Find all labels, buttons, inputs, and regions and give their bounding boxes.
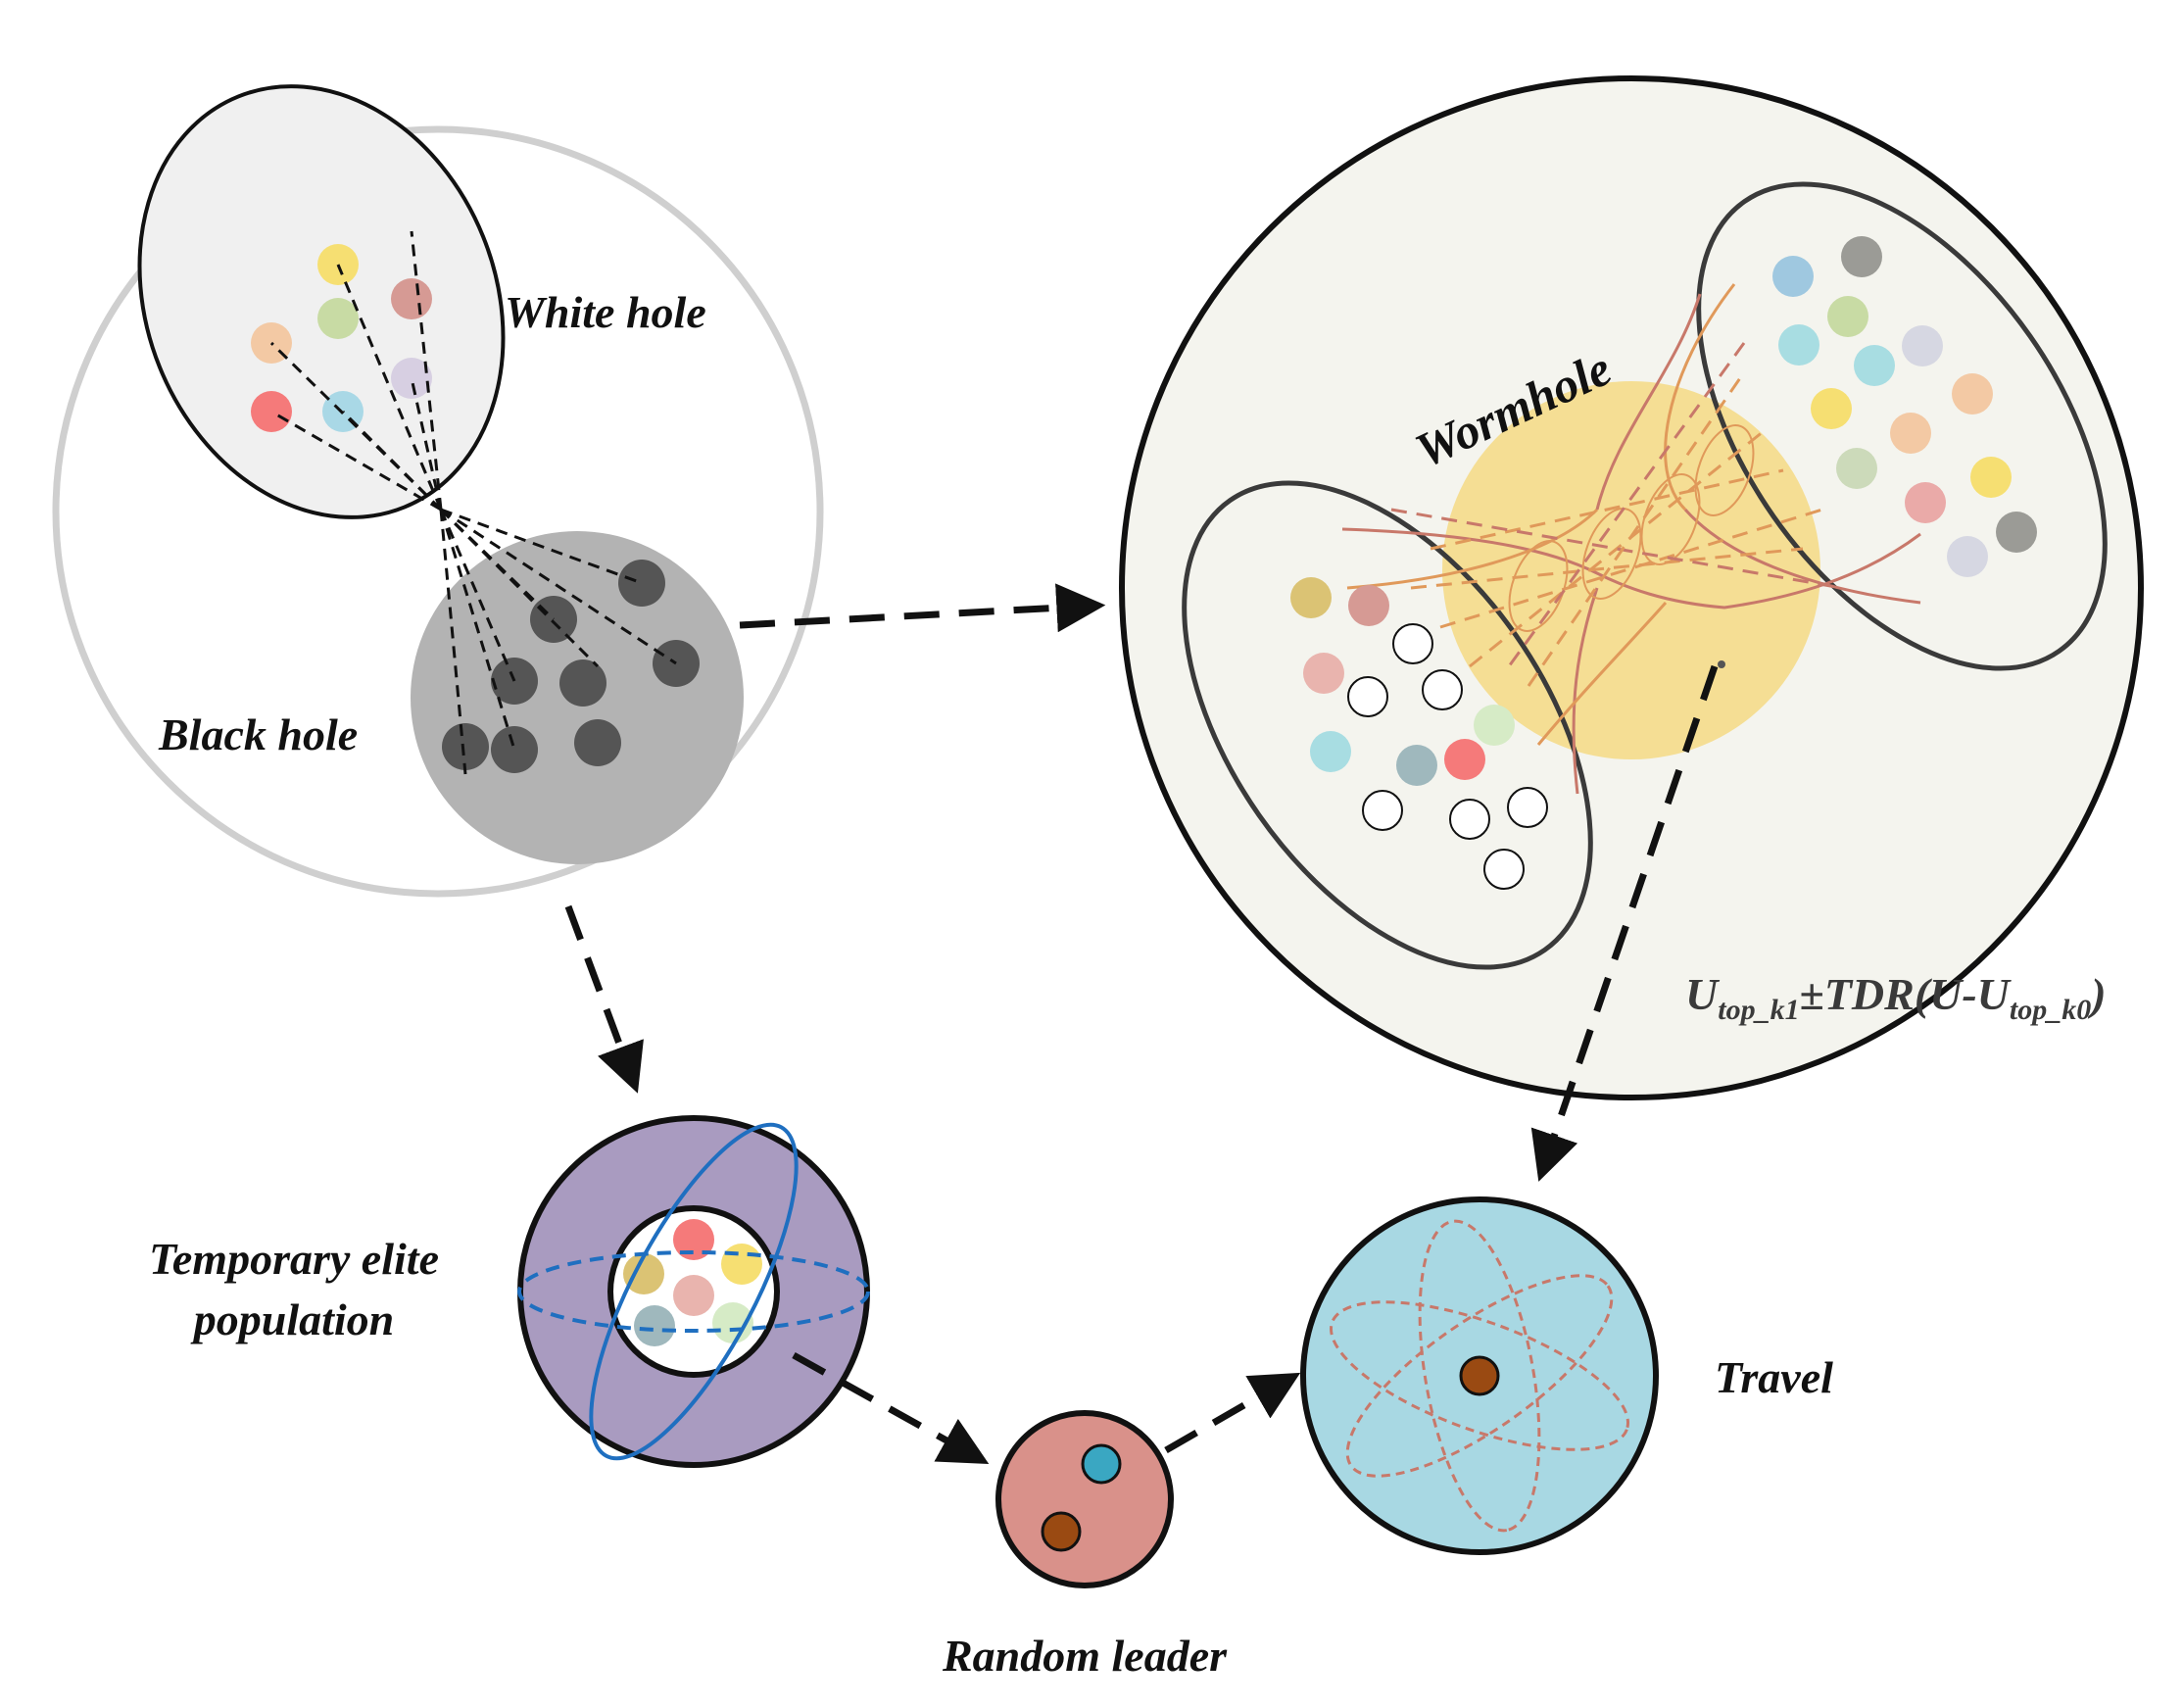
elite-particle-dot [634, 1305, 675, 1346]
hub-line [439, 509, 516, 682]
arrow-elite-to-random-leader [792, 1351, 990, 1465]
hub-line [439, 508, 556, 621]
travel-orbit-2 [1345, 1274, 1614, 1478]
empty-particle-dot [1422, 669, 1463, 710]
travel-orbit-1 [1329, 1300, 1630, 1451]
elite-particle-dot [673, 1275, 714, 1316]
particle-dot [1841, 236, 1882, 277]
elite-population-group: Temporary elite population [149, 1115, 870, 1468]
white-hole [137, 84, 506, 519]
elite-particle-dot [673, 1219, 714, 1260]
particle-dot [1905, 482, 1946, 523]
black-hole-label: Black hole [158, 709, 358, 759]
elite-label-line2: population [190, 1294, 395, 1344]
wormhole-group: Wormhole Utop_k1±TDR(U-Utop_k0) [1119, 75, 2144, 1100]
hub-line [341, 410, 443, 512]
hub-lines [269, 230, 677, 775]
particle-dot [1970, 457, 2012, 498]
formula-label: Utop_k1±TDR(U-Utop_k0) [1685, 969, 2107, 1026]
particle-dot [1290, 577, 1332, 618]
particle-dot [1827, 296, 1868, 337]
particle-dot [391, 278, 432, 319]
arrow-random-leader-to-travel [1164, 1372, 1301, 1454]
particle-dot [391, 358, 432, 399]
travel-core [1459, 1355, 1500, 1396]
particle-dot [1947, 536, 1988, 577]
black-particle-dot [491, 726, 538, 773]
particle-dot [1396, 745, 1437, 786]
arrow-outer-to-elite [564, 904, 644, 1094]
empty-particle-dot [1483, 849, 1525, 890]
empty-particle-dot [1449, 799, 1490, 840]
flow-arrows [564, 583, 1719, 1465]
random-leader-circle [995, 1410, 1174, 1588]
hub-line [439, 509, 467, 775]
particle-dot [317, 298, 359, 339]
hub-line [270, 410, 442, 512]
black-particle-dot [574, 719, 621, 766]
hub-line [440, 508, 677, 665]
elite-particle-dot [721, 1244, 762, 1285]
black-particle-dot [442, 723, 489, 770]
black-particle-dot [618, 560, 665, 607]
particle-dot [1890, 413, 1931, 454]
empty-particle-dot [1507, 787, 1548, 828]
elite-particle-dot [623, 1253, 664, 1294]
particle-dot [251, 391, 292, 432]
hub-line [439, 509, 516, 751]
white-hole-label: White hole [505, 287, 706, 337]
hub-line [439, 508, 600, 668]
particle-dot [1474, 705, 1515, 746]
particle-dot [1444, 739, 1485, 780]
travel-group: Travel [1300, 1196, 1833, 1555]
particle-dot [1811, 388, 1852, 429]
random-leader-group: Random leader [942, 1410, 1228, 1681]
hub-line [336, 264, 443, 511]
particle-dot [1854, 345, 1895, 386]
elite-equator-orbit [517, 1250, 870, 1333]
particle-dot [1836, 448, 1877, 489]
black-particle-dot [559, 659, 606, 707]
particle-dot [1310, 731, 1351, 772]
elite-tilted-orbit [589, 1122, 799, 1461]
wormhole-center-dot [1718, 660, 1725, 668]
random-leader-dot-teal [1081, 1443, 1122, 1485]
elite-label-line1: Temporary elite [149, 1234, 439, 1284]
wormhole-right-lobe [1696, 181, 2108, 671]
travel-orbit-3 [1418, 1219, 1541, 1533]
hub-line [410, 230, 443, 511]
particle-dot [1778, 324, 1819, 366]
particle-dot [1348, 585, 1389, 626]
wormhole-funnel [1341, 283, 1921, 795]
travel-label: Travel [1715, 1352, 1833, 1402]
particle-dot [1996, 512, 2037, 553]
particle-dot [1303, 653, 1344, 694]
empty-particle-dot [1347, 676, 1388, 717]
hub-line [440, 508, 643, 585]
hub-line [410, 377, 443, 511]
empty-particle-dot [1392, 623, 1433, 664]
particle-dot [1772, 256, 1814, 297]
arrow-black-hole-to-wormhole [739, 583, 1106, 633]
random-leader-label: Random leader [942, 1631, 1228, 1681]
random-leader-dot-brown [1041, 1511, 1082, 1552]
wormhole-left-lobe [1182, 480, 1593, 970]
particle-dot [1952, 373, 1993, 415]
arrow-wormhole-to-travel [1530, 664, 1719, 1182]
particle-dot [1902, 325, 1943, 366]
wormhole-dots [1290, 236, 2037, 890]
elite-particle-dot [712, 1302, 753, 1343]
empty-particle-dot [1362, 790, 1403, 831]
white-black-hole-group: White hole Black hole [52, 84, 824, 898]
